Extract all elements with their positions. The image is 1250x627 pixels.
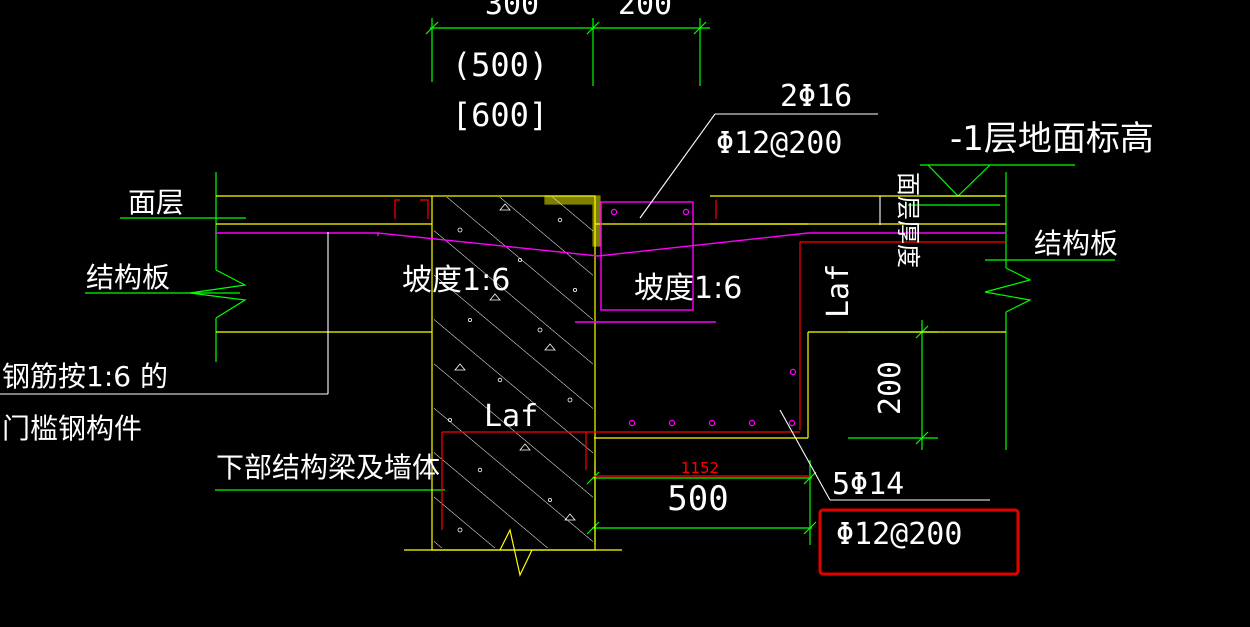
label-structural-slab-right: 结构板 (1034, 227, 1118, 260)
rebar-top-stirrup: Φ12@200 (716, 126, 842, 161)
wall-break-line (499, 528, 533, 577)
rebar-lines (394, 199, 1006, 530)
label-laf-right: Laf (821, 264, 856, 318)
wall-aggregate (447, 203, 578, 533)
label-slope-right: 坡度1:6 (634, 271, 742, 306)
label-surface-thickness: 面层厚度 (894, 172, 922, 268)
rebar-top-bars: 2Φ16 (780, 79, 852, 114)
leader-lines (0, 113, 990, 501)
highlight-box[interactable] (818, 508, 1020, 576)
rebar-dots (610, 208, 797, 427)
dim-top-300: 300 (485, 0, 539, 22)
dim-top-alt2: [600] (452, 96, 548, 134)
dim-measure-1152: 1152 (681, 459, 719, 477)
label-slope-left: 坡度1:6 (402, 263, 510, 298)
dim-right-200: 200 (873, 361, 908, 415)
rebar-bottom-bars: 5Φ14 (832, 467, 904, 502)
label-surface-layer: 面层 (128, 186, 184, 219)
label-floor-level: -1层地面标高 (950, 119, 1154, 159)
wall-hatch (434, 197, 593, 548)
rebar-bottom-stirrup: Φ12@200 (836, 517, 962, 552)
dim-top-200: 200 (618, 0, 672, 22)
slope-lines (216, 201, 1006, 323)
label-lower-beam-wall: 下部结构梁及墙体 (216, 451, 440, 484)
dim-top-alt1: (500) (452, 46, 548, 84)
label-rebar-slope-line1: 钢筋按1:6 的 (2, 360, 168, 393)
label-structural-slab-left: 结构板 (86, 261, 170, 294)
dim-bottom-500: 500 (667, 479, 728, 519)
label-rebar-slope-line2: 门槛钢构件 (2, 412, 142, 445)
label-laf-left: Laf (484, 399, 538, 434)
